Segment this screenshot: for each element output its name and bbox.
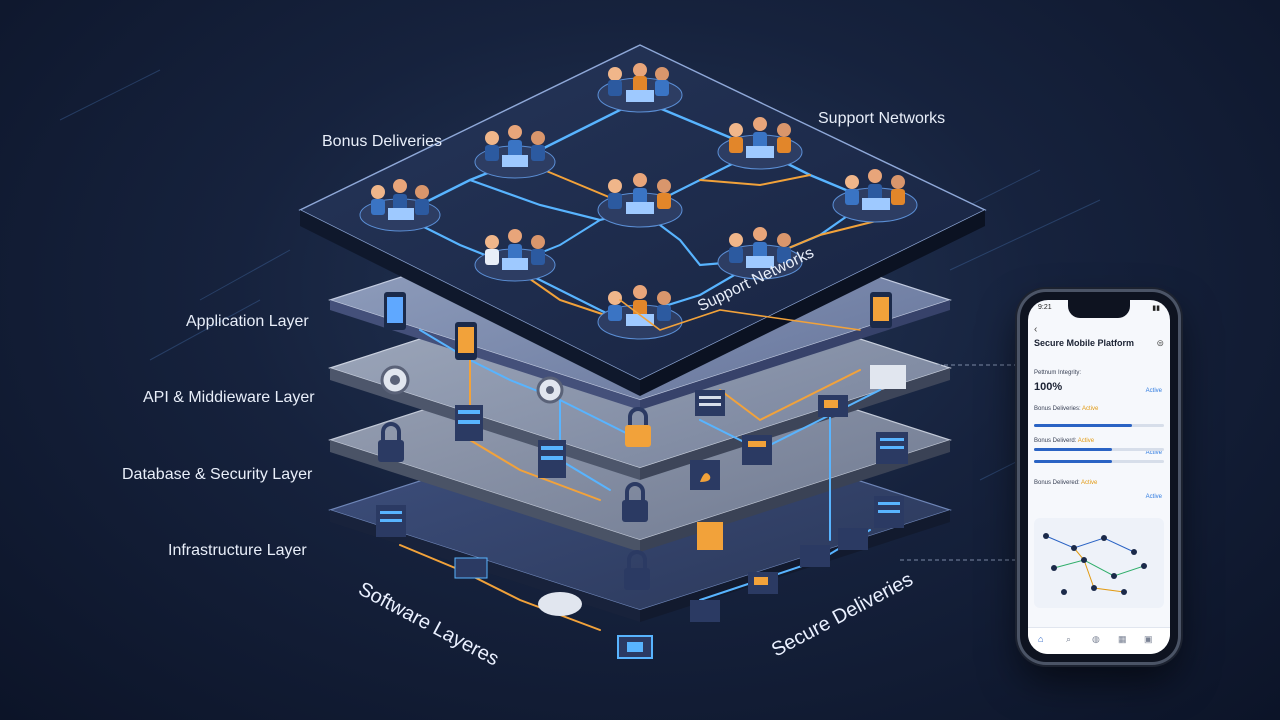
- delivery-row-state: Active: [1081, 480, 1098, 486]
- phone-notch: [1068, 300, 1130, 318]
- team-pod-8: [717, 227, 803, 280]
- progress-track: [1034, 448, 1164, 451]
- menu-button[interactable]: ⊜: [1156, 338, 1164, 348]
- delivery-row-label: Bonus Deliveries: Active: [1034, 406, 1098, 412]
- progress-fill: [1034, 460, 1112, 463]
- integrity-value: 100%: [1034, 381, 1063, 393]
- delivery-row[interactable]: Bonus Delivered: Active Active: [1034, 480, 1164, 514]
- gear-icon: [380, 365, 410, 395]
- mobile-app-icon: [384, 292, 406, 330]
- lock-icon: [624, 550, 650, 590]
- mobile-app-icon: [455, 322, 477, 360]
- search-icon[interactable]: ⌕: [1066, 634, 1072, 644]
- screen-title: Secure Mobile Platform: [1034, 338, 1135, 348]
- support-networks-label: Support Networks: [818, 110, 946, 127]
- team-pod-4: [359, 179, 441, 232]
- mini-network-svg: [1043, 533, 1147, 595]
- router-icon: [454, 557, 488, 579]
- phone-connector-lines: [900, 364, 1018, 561]
- package-icon: [697, 522, 723, 550]
- progress-fill: [1034, 448, 1112, 451]
- router-icon: [690, 600, 720, 622]
- team-pod-5: [597, 173, 683, 228]
- team-pod-1: [597, 63, 683, 113]
- delivery-row-state: Active: [1077, 438, 1095, 444]
- router-icon: [838, 528, 868, 550]
- cloud-icon: [538, 592, 582, 616]
- server-icon: [874, 496, 904, 528]
- team-pod-2: [474, 125, 556, 179]
- server-icon: [376, 505, 406, 537]
- server-icon: [876, 432, 908, 464]
- integrity-status: Active: [1145, 388, 1162, 394]
- delivery-row-state: Active: [1082, 406, 1099, 412]
- team-pod-6: [832, 169, 918, 223]
- delivery-row-label: Bonus Deliverd: Active: [1034, 438, 1094, 444]
- router-icon: [818, 395, 848, 417]
- delivery-row-name: Bonus Delivered:: [1034, 480, 1082, 486]
- tab-bar: ⌂ ⌕ ◍ ▦ ▣: [1028, 627, 1170, 654]
- package-icon: [870, 365, 906, 389]
- delivery-row-name: Bonus Deliverd:: [1034, 438, 1078, 444]
- lock-icon: [622, 482, 648, 522]
- bonus-deliveries-label: Bonus Deliveries: [322, 133, 443, 150]
- integrity-label: Pettnum Integrity:: [1034, 370, 1082, 376]
- server-icon: [538, 440, 566, 478]
- globe-icon[interactable]: ◍: [1092, 634, 1100, 644]
- delivery-row[interactable]: Bonus Deliveries: Active: [1034, 406, 1164, 440]
- team-pods: [359, 63, 918, 340]
- delivery-row-name: Bonus Deliveries:: [1034, 406, 1083, 412]
- lock-icon: [378, 422, 404, 462]
- team-pod-7: [474, 229, 556, 282]
- mobile-app-icon: [870, 292, 892, 328]
- router-icon: [748, 572, 778, 594]
- profile-icon[interactable]: ▣: [1144, 634, 1153, 644]
- database-layer-label: Database & Security Layer: [122, 466, 313, 483]
- status-time: 9:21: [1038, 304, 1052, 311]
- phone-screen: 9:21 ▮▮ ‹ Secure Mobile Platform ⊜ Pettn…: [1028, 300, 1170, 654]
- battery-icon: ▮▮: [1152, 305, 1160, 312]
- gear-icon: [536, 376, 564, 404]
- server-icon: [455, 405, 483, 441]
- delivery-row-status: Active: [1145, 494, 1162, 500]
- delivery-row-label: Bonus Delivered: Active: [1034, 480, 1097, 486]
- delivery-row-status: Active: [1145, 450, 1162, 456]
- progress-fill: [1034, 424, 1132, 427]
- database-icon: [695, 390, 725, 416]
- application-layer-label: Application Layer: [186, 313, 309, 330]
- api-layer-label: API & Middieware Layer: [143, 389, 315, 406]
- router-icon: [800, 545, 830, 567]
- database-icon: [742, 435, 772, 465]
- database-icon: [690, 460, 720, 490]
- grid-icon[interactable]: ▦: [1118, 634, 1127, 644]
- progress-track: [1034, 424, 1164, 427]
- back-button[interactable]: ‹: [1034, 324, 1038, 335]
- mini-network-diagram: [1034, 518, 1164, 608]
- home-icon[interactable]: ⌂: [1038, 634, 1044, 644]
- chip-icon: [617, 635, 653, 659]
- progress-track: [1034, 460, 1164, 463]
- lock-icon: [625, 407, 651, 447]
- team-pod-3: [717, 117, 803, 170]
- phone-mockup: 9:21 ▮▮ ‹ Secure Mobile Platform ⊜ Pettn…: [1020, 292, 1178, 662]
- layer-icons: [376, 292, 908, 659]
- infrastructure-layer-label: Infrastructure Layer: [168, 542, 307, 559]
- delivery-row[interactable]: Bonus Deliverd: Active Active: [1034, 438, 1164, 472]
